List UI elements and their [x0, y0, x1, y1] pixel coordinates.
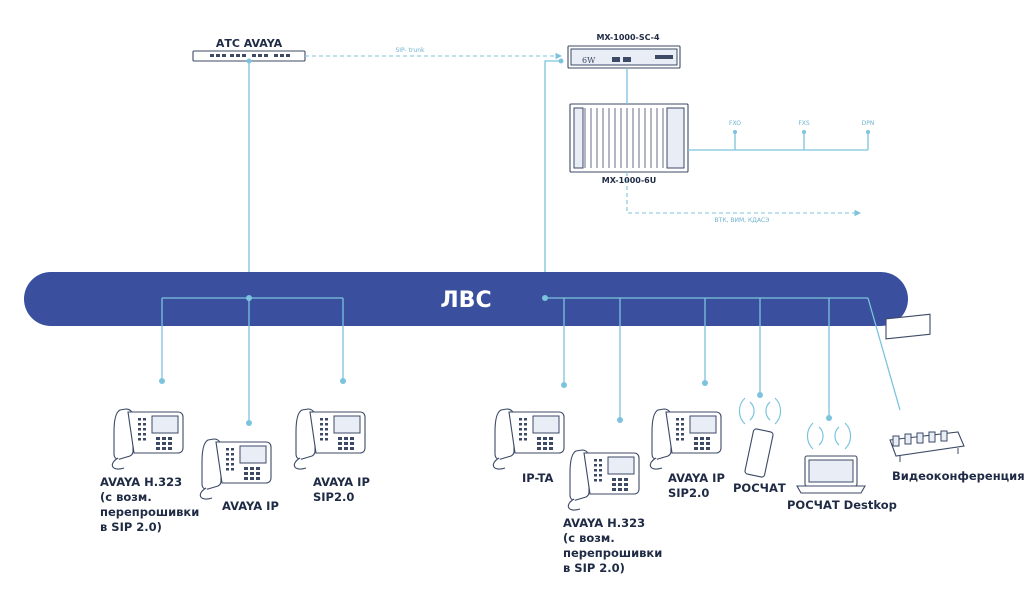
outgoing-link: [626, 172, 862, 217]
phone-icon-avaya-ip: [199, 438, 272, 500]
phone-icon-avaya-ip-sip-left: [293, 408, 366, 470]
sip-trunk-label: SIP- trunk: [395, 47, 425, 54]
phone-icon-avaya-h323-left: [111, 408, 184, 470]
lan-bus: [24, 272, 908, 326]
phone-icon-ip-ta: [492, 408, 565, 470]
svg-text:6W: 6W: [582, 56, 596, 65]
mx-6u-device: [569, 103, 689, 173]
lan-branch-right: [542, 295, 901, 423]
lan-branch-left: [159, 295, 346, 426]
label-avaya-h323-left: AVAYA H.323 (с возм. перепрошивки в SIP …: [100, 475, 203, 534]
smartphone-icon: [738, 397, 782, 478]
label-roschat: РОСЧАТ: [733, 481, 786, 495]
port-label-dpn: DPN: [862, 120, 875, 127]
mx-sc-device: 6W: [567, 45, 681, 69]
port-label-fxo: FXO: [729, 120, 741, 127]
outgoing-label: ВТК, ВИМ, КДАСЭ: [715, 217, 770, 224]
phone-icon-avaya-h323-right: [567, 449, 640, 511]
label-ip-ta: IP-TA: [522, 471, 554, 485]
videoconference-icon: [885, 313, 965, 462]
label-videoconference: Видеоконференция: [892, 469, 1024, 483]
label-avaya-h323-right: AVAYA H.323 (с возм. перепрошивки в SIP …: [563, 516, 666, 575]
label-avaya-ip: AVAYA IP: [222, 499, 279, 513]
mx-6u-label: MX-1000-6U: [602, 176, 656, 185]
label-avaya-ip-sip-right: AVAYA IP SIP2.0: [668, 471, 729, 500]
phone-icon-avaya-ip-sip-right: [649, 408, 722, 470]
label-avaya-ip-sip-left: AVAYA IP SIP2.0: [313, 475, 374, 504]
laptop-icon: [796, 422, 866, 494]
lan-label: ЛВС: [440, 288, 491, 313]
port-label-fxs: FXS: [798, 120, 810, 127]
label-roschat-desktop: РОСЧАТ Destkop: [787, 498, 897, 512]
pbx-label: АТС AVAYA: [216, 37, 283, 50]
mx-sc-label: MX-1000-SC-4: [596, 33, 660, 42]
